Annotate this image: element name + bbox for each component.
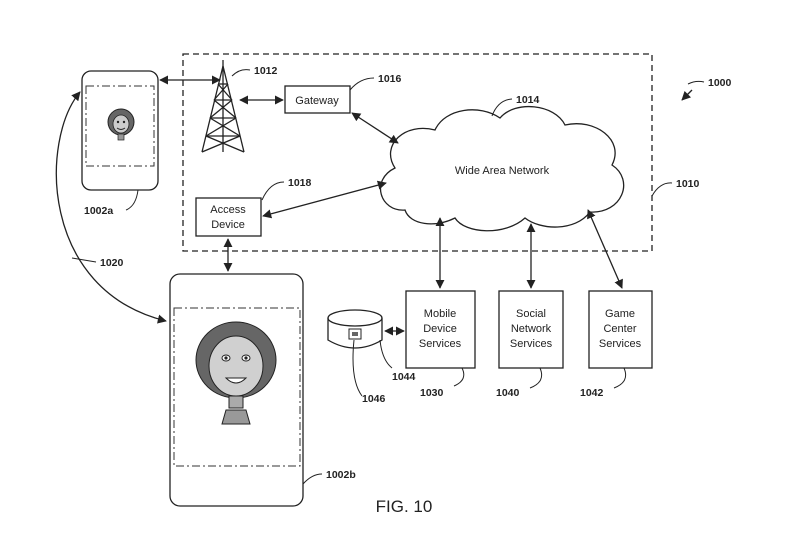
mobile-services-node: Mobile Device Services bbox=[406, 291, 475, 368]
svg-text:1010: 1010 bbox=[676, 178, 700, 190]
gateway-node: Gateway bbox=[285, 86, 350, 113]
svg-text:1014: 1014 bbox=[516, 94, 540, 106]
svg-text:1000: 1000 bbox=[708, 77, 732, 89]
svg-text:1002b: 1002b bbox=[326, 469, 356, 481]
social-services-label-2: Network bbox=[511, 323, 552, 335]
cell-tower-icon bbox=[202, 60, 244, 152]
ref-1010: 1010 bbox=[652, 178, 700, 196]
ref-1012: 1012 bbox=[232, 65, 278, 77]
ref-1042: 1042 bbox=[580, 368, 626, 399]
social-services-label-3: Services bbox=[510, 338, 553, 350]
game-services-label-2: Center bbox=[603, 323, 636, 335]
svg-text:1042: 1042 bbox=[580, 387, 604, 399]
mobile-services-label-1: Mobile bbox=[424, 308, 456, 320]
mobile-services-label-3: Services bbox=[419, 338, 462, 350]
link-gateway-wan bbox=[352, 113, 398, 143]
wan-cloud: Wide Area Network bbox=[381, 107, 624, 231]
svg-text:1012: 1012 bbox=[254, 65, 278, 77]
social-services-node: Social Network Services bbox=[499, 291, 563, 368]
ref-1030: 1030 bbox=[420, 368, 464, 399]
figure-label: FIG. 10 bbox=[376, 497, 433, 516]
svg-text:1030: 1030 bbox=[420, 387, 444, 399]
ref-1046: 1046 bbox=[353, 340, 386, 405]
phone-small bbox=[82, 71, 158, 190]
phone-large bbox=[170, 274, 303, 506]
ref-1040: 1040 bbox=[496, 368, 542, 399]
social-services-label-1: Social bbox=[516, 308, 546, 320]
svg-text:1020: 1020 bbox=[100, 257, 124, 269]
ref-1000: 1000 bbox=[682, 77, 732, 100]
svg-text:1040: 1040 bbox=[496, 387, 520, 399]
ref-1016: 1016 bbox=[350, 73, 402, 90]
link-access-wan bbox=[263, 183, 386, 216]
game-services-label-1: Game bbox=[605, 308, 635, 320]
card-reader-icon bbox=[328, 310, 382, 348]
link-wan-game bbox=[588, 210, 622, 288]
access-device-label-2: Device bbox=[211, 219, 245, 231]
svg-text:1002a: 1002a bbox=[84, 205, 113, 217]
game-services-node: Game Center Services bbox=[589, 291, 652, 368]
svg-text:1018: 1018 bbox=[288, 177, 312, 189]
access-device-node: Access Device bbox=[196, 198, 261, 236]
access-device-label-1: Access bbox=[210, 204, 246, 216]
ref-1002a: 1002a bbox=[84, 190, 138, 217]
ref-1018: 1018 bbox=[262, 177, 312, 200]
svg-text:1046: 1046 bbox=[362, 393, 386, 405]
gateway-label: Gateway bbox=[295, 95, 339, 107]
svg-text:1016: 1016 bbox=[378, 73, 402, 85]
game-services-label-3: Services bbox=[599, 338, 642, 350]
svg-text:1044: 1044 bbox=[392, 371, 416, 383]
wan-label: Wide Area Network bbox=[455, 165, 550, 177]
mobile-services-label-2: Device bbox=[423, 323, 457, 335]
ref-1020: 1020 bbox=[72, 257, 124, 269]
ref-1002b: 1002b bbox=[303, 469, 356, 484]
